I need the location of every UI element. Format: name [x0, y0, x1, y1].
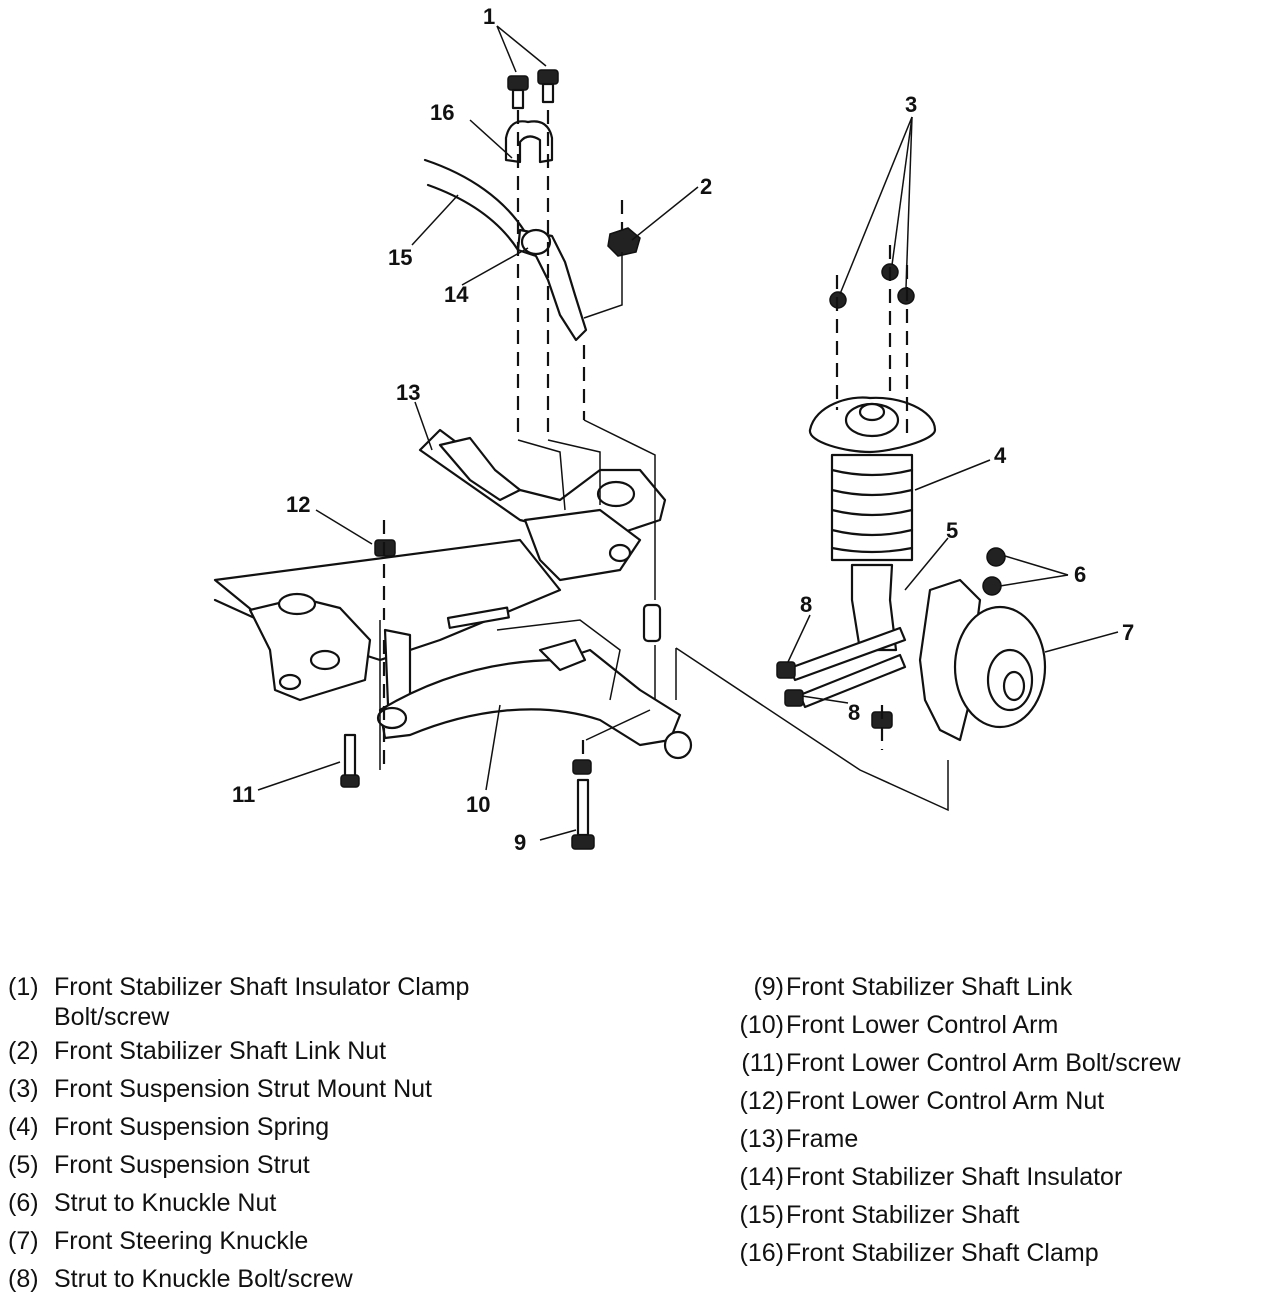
callout-labels: 1 2 3 4 5 6 7 8 8 9 10 11 12 13 14 15 16: [232, 4, 1134, 855]
legend-item: (7)Front Steering Knuckle: [8, 1227, 309, 1255]
legend-item: (3)Front Suspension Strut Mount Nut: [8, 1075, 432, 1103]
callout-1: 1: [483, 4, 495, 29]
legend-item: (1)Front Stabilizer Shaft Insulator Clam…: [8, 973, 470, 1031]
clamp-and-bolts-drawing: [504, 69, 559, 164]
callout-11: 11: [232, 782, 255, 807]
legend-item: (5)Front Suspension Strut: [8, 1151, 310, 1179]
legend-item: (4)Front Suspension Spring: [8, 1113, 330, 1141]
legend-item: (2)Front Stabilizer Shaft Link Nut: [8, 1037, 387, 1065]
legend-item: (16)Front Stabilizer Shaft Clamp: [739, 1239, 1099, 1267]
legend-item: (12)Front Lower Control Arm Nut: [739, 1087, 1105, 1115]
stabilizer-shaft-drawing: [423, 158, 588, 342]
callout-13: 13: [396, 380, 420, 405]
callout-16: 16: [430, 100, 454, 125]
assembly-guide-lines: [379, 110, 949, 812]
callout-3: 3: [905, 92, 917, 117]
callout-7: 7: [1122, 620, 1134, 645]
callout-5: 5: [946, 518, 958, 543]
legend-item: (15)Front Stabilizer Shaft: [739, 1201, 1020, 1229]
legend-item: (10)Front Lower Control Arm: [739, 1011, 1059, 1039]
link-nut-drawing: [607, 227, 641, 257]
legend-item: (6)Strut to Knuckle Nut: [8, 1189, 277, 1217]
lower-control-arm-drawing: [376, 638, 693, 760]
fasteners-drawing: [340, 539, 662, 850]
legend-item: (11)Front Lower Control Arm Bolt/screw: [741, 1049, 1181, 1077]
frame-drawing: [213, 428, 667, 707]
legend-item: (9)Front Stabilizer Shaft Link: [753, 973, 1073, 1001]
callout-14: 14: [444, 282, 469, 307]
callout-2: 2: [700, 174, 712, 199]
legend-right-column: (9)Front Stabilizer Shaft Link (10)Front…: [718, 968, 1278, 1272]
callout-8b: 8: [848, 700, 860, 725]
legend-item: (8)Strut to Knuckle Bolt/screw: [8, 1265, 353, 1293]
callout-4: 4: [994, 443, 1007, 468]
callout-9: 9: [514, 830, 526, 855]
legend-item: (13)Frame: [739, 1125, 859, 1153]
suspension-exploded-diagram: 1 2 3 4 5 6 7 8 8 9 10 11 12 13 14 15 16: [213, 4, 1134, 855]
strut-assembly-drawing: [808, 263, 937, 652]
leader-lines: [257, 25, 1119, 841]
callout-6: 6: [1074, 562, 1086, 587]
callout-10: 10: [466, 792, 490, 817]
callout-8a: 8: [800, 592, 812, 617]
legend-left-column: (1)Front Stabilizer Shaft Insulator Clam…: [8, 968, 568, 1298]
legend-item: (14)Front Stabilizer Shaft Insulator: [739, 1163, 1123, 1191]
steering-knuckle-drawing: [918, 547, 1047, 742]
strut-bolts-drawing: [776, 626, 907, 729]
callout-12: 12: [286, 492, 310, 517]
callout-15: 15: [388, 245, 412, 270]
